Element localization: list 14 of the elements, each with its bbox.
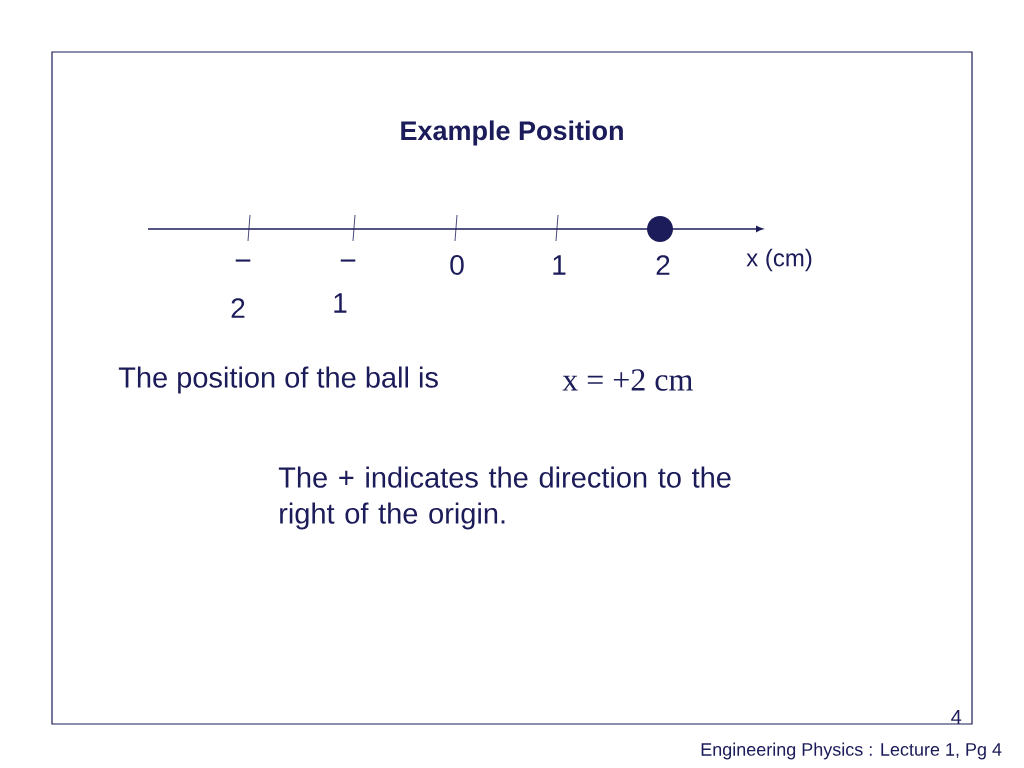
tick-label: − — [235, 259, 251, 262]
tick-label: 1 — [334, 293, 347, 313]
tick-label: 1 — [553, 255, 566, 275]
slide-title: Example Position — [401, 120, 623, 146]
position-formula: x = +2 cm — [562, 369, 693, 391]
axis-label: x (cm) — [746, 248, 812, 272]
tick-label: 0 — [450, 255, 464, 275]
tick-label: − — [340, 259, 356, 262]
note-text: The + indicates the direction to the right of the origin. — [278, 466, 731, 530]
tick-label: 2 — [231, 298, 245, 318]
tick-label: 2 — [656, 255, 670, 275]
statement-text: The position of the ball is — [118, 366, 438, 394]
page-number: 4 — [951, 710, 962, 724]
footer-text: Engineering Physics : Lecture 1, Pg 4 — [701, 742, 1002, 760]
